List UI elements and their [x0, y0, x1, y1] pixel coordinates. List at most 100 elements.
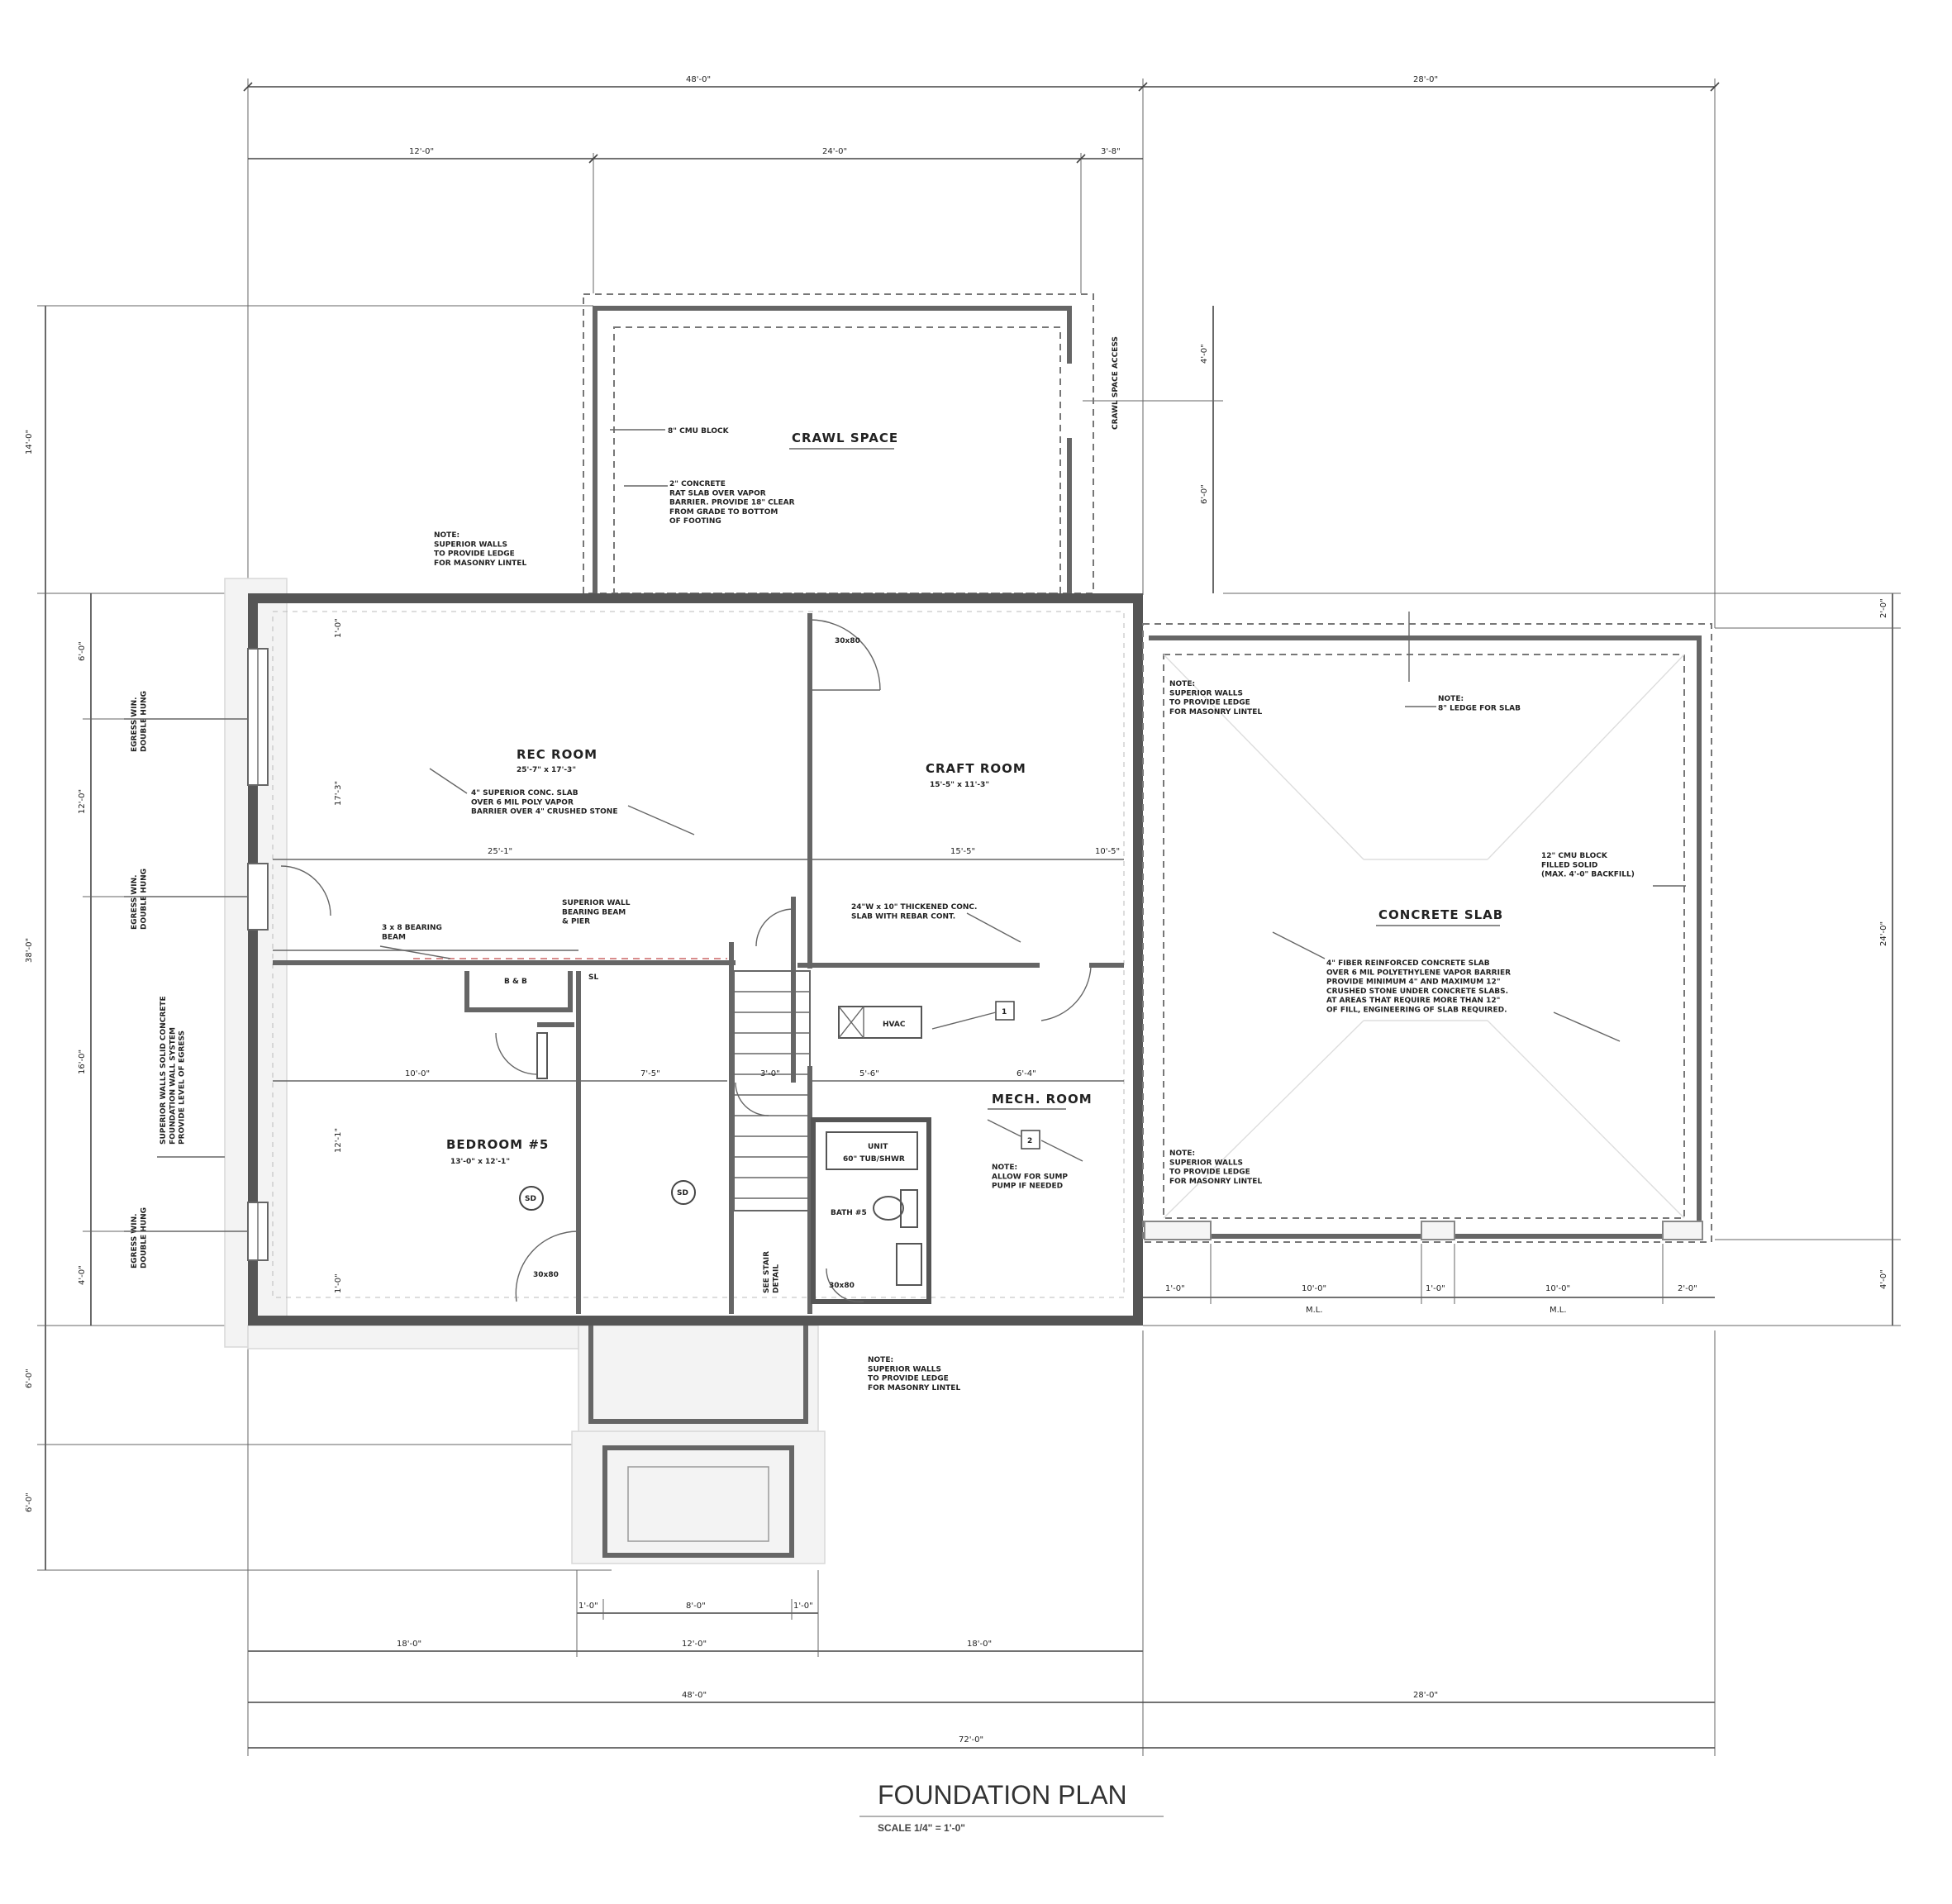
- dim-bot-small: 1'-0": [334, 1273, 343, 1293]
- dim-craft-side: 10'-5": [1095, 847, 1120, 856]
- dim-slab-b3: 1'-0": [1426, 1284, 1445, 1293]
- dim-left-2: 38'-0": [25, 938, 34, 963]
- room-concrete-slab: CONCRETE SLAB: [1378, 907, 1503, 922]
- dim-left-8: 6'-0": [25, 1492, 34, 1512]
- dim-right-small-2: 6'-0": [1200, 484, 1209, 504]
- dim-craft-w: 15'-5": [950, 847, 975, 856]
- title-block: FOUNDATION PLAN SCALE 1/4" = 1'-0": [859, 1780, 1164, 1834]
- dim-right-3: 4'-0": [1879, 1269, 1888, 1289]
- note-window-3: EGRESS WIN.DOUBLE HUNG: [131, 1207, 148, 1269]
- basement: B & B BATH #5 UNIT 60" TUB/SHWR HVAC 1: [124, 578, 1143, 1558]
- dim-bottom-ws1: 1'-0": [578, 1602, 598, 1611]
- top-dimensions: 48'-0" 28'-0" 12'-0" 24'-0" 3'-8": [243, 75, 1720, 628]
- door-3: 30x80: [829, 1282, 855, 1290]
- scale-label: SCALE 1/4" = 1'-0": [878, 1822, 965, 1834]
- bottom-dimensions: 1'-0" 8'-0" 1'-0" 18'-0" 12'-0" 18'-0" 4…: [247, 1330, 1716, 1756]
- dim-rec-h: 17'-3": [334, 781, 343, 806]
- label-unit: UNIT: [868, 1143, 888, 1151]
- dim-bottom-ws3: 1'-0": [793, 1602, 813, 1611]
- note-bb: B & B: [504, 978, 527, 986]
- sd-1: SD: [525, 1195, 536, 1203]
- dim-bottom-overall-right: 28'-0": [1413, 1691, 1438, 1700]
- room-mech-room: MECH. ROOM: [992, 1092, 1093, 1107]
- note-superior: SUPERIOR WALLS SOLID CONCRETEFOUNDATION …: [159, 996, 187, 1145]
- dim-slab-ms2: M.L.: [1550, 1306, 1567, 1315]
- page-title: FOUNDATION PLAN: [878, 1780, 1127, 1810]
- label-hvac: HVAC: [883, 1021, 906, 1029]
- dim-slab-b2: 10'-0": [1302, 1284, 1326, 1293]
- room-bath: BATH #5: [831, 1209, 867, 1217]
- dim-left-6: 4'-0": [78, 1265, 87, 1285]
- dim-rec-w: 25'-1": [488, 847, 512, 856]
- dim-bottom-seg-3: 18'-0": [967, 1640, 992, 1649]
- room-craft-room: CRAFT ROOM: [926, 761, 1026, 776]
- dim-left-1: 14'-0": [25, 430, 34, 455]
- dim-bed-w: 10'-0": [405, 1069, 430, 1078]
- dim-mid-w: 7'-5": [640, 1069, 660, 1078]
- dim-left-4: 12'-0": [78, 789, 87, 814]
- dim-slab-b5: 2'-0": [1678, 1284, 1697, 1293]
- room-crawl-space: CRAWL SPACE: [792, 431, 898, 445]
- dim-left-5: 16'-0": [78, 1050, 87, 1074]
- dim-right-2: 24'-0": [1879, 921, 1888, 946]
- room-rec-room-size: 25'-7" x 17'-3": [517, 766, 576, 774]
- dim-mech-w2: 6'-4": [1016, 1069, 1036, 1078]
- label-unit-note: 60" TUB/SHWR: [843, 1155, 905, 1164]
- room-bedroom-size: 13'-0" x 12'-1": [450, 1158, 510, 1166]
- dim-slab-b4: 10'-0": [1545, 1284, 1570, 1293]
- dim-top-overall-left: 48'-0": [686, 75, 711, 84]
- stair: SEE STAIRDETAIL: [733, 970, 811, 1293]
- room-rec-room: REC ROOM: [517, 747, 598, 762]
- dim-crawl-access: CRAWL SPACE ACCESS: [1112, 336, 1120, 430]
- dim-top-seg-1: 12'-0": [409, 147, 434, 156]
- slab-bottom-dimensions: 1'-0" 10'-0" M.L. 1'-0" 10'-0" M.L. 2'-0…: [1143, 1244, 1715, 1315]
- note-window-1: EGRESS WIN.DOUBLE HUNG: [131, 691, 148, 752]
- dim-bottom-seg-2: 12'-0": [682, 1640, 707, 1649]
- left-dimensions: 14'-0" 38'-0" 6'-0" 6'-0" 6'-0" 12'-0" 1…: [25, 305, 612, 1571]
- dim-right-small-1: 4'-0": [1200, 344, 1209, 364]
- dim-bottom-seg-1: 18'-0": [397, 1640, 421, 1649]
- note-sl: SL: [588, 973, 598, 982]
- dim-bottom-total: 72'-0": [959, 1735, 983, 1745]
- dim-bottom-ws2: 8'-0": [686, 1602, 706, 1611]
- note-stair: SEE STAIRDETAIL: [763, 1251, 780, 1293]
- dim-top-seg-2: 24'-0": [822, 147, 847, 156]
- tag-1: 1: [1002, 1008, 1007, 1016]
- dim-mech-w1: 5'-6": [859, 1069, 879, 1078]
- tag-2: 2: [1027, 1137, 1032, 1145]
- dim-bed-h: 12'-1": [334, 1128, 343, 1153]
- note-window-2: EGRESS WIN.DOUBLE HUNG: [131, 869, 148, 930]
- note-ledge-slab: NOTE:8" LEDGE FOR SLAB: [1438, 695, 1521, 712]
- dim-slab-b1: 1'-0": [1165, 1284, 1185, 1293]
- note-cmu-crawl: 8" CMU BLOCK: [668, 427, 730, 436]
- dim-left-7: 6'-0": [25, 1368, 34, 1388]
- dim-slab-ms1: M.L.: [1306, 1306, 1323, 1315]
- room-craft-room-size: 15'-5" x 11'-3": [930, 781, 989, 789]
- dim-top-overall-right: 28'-0": [1413, 75, 1438, 84]
- right-dimensions: 2'-0" 24'-0" 4'-0" 4'-0" 6'-0" CRAWL SPA…: [1083, 306, 1901, 1326]
- room-bedroom: BEDROOM #5: [446, 1137, 549, 1152]
- concrete-slab: CONCRETE SLAB 4" FIBER REINFORCED CONCRE…: [1142, 612, 1712, 1243]
- window-well: [571, 1326, 826, 1564]
- note-thickened: 24"W x 10" THICKENED CONC.SLAB WITH REBA…: [851, 903, 977, 921]
- dim-left-3: 6'-0": [78, 641, 87, 661]
- dim-bottom-overall-left: 48'-0": [682, 1691, 707, 1700]
- door-2: 30x80: [533, 1271, 559, 1279]
- dim-stair-w: 3'-0": [760, 1069, 780, 1078]
- door-1: 30x80: [835, 637, 860, 645]
- dim-top-small: 1'-0": [334, 618, 343, 638]
- doors: 30x80 30x80 30x80: [280, 619, 1092, 1303]
- sd-2: SD: [677, 1189, 688, 1197]
